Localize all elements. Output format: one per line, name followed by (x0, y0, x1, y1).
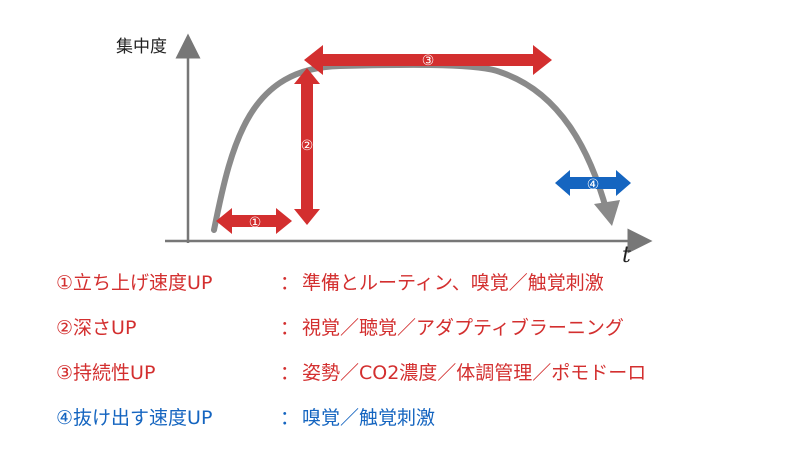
arrow-4: ④ (555, 170, 631, 196)
concentration-diagram: 集中度 t ① ② ③ ④ (116, 33, 653, 268)
arrow-4-label: ④ (587, 177, 600, 193)
legend-separator: ： (280, 272, 300, 294)
legend-label: ②深さUP (56, 317, 137, 339)
legend-desc: 準備とルーティン、嗅覚／触覚刺激 (302, 272, 604, 294)
legend-row-4: ④抜け出す速度UP ：嗅覚／触覚刺激 (56, 406, 435, 430)
arrow-3-label: ③ (422, 53, 435, 69)
legend-desc: 嗅覚／触覚刺激 (302, 407, 436, 429)
legend-row-1: ①立ち上げ速度UP ：準備とルーティン、嗅覚／触覚刺激 (56, 271, 604, 295)
concentration-curve (211, 61, 610, 233)
legend-separator: ： (280, 407, 300, 429)
arrow-2: ② (294, 68, 320, 225)
legend-label: ③持続性UP (56, 362, 156, 384)
y-axis-label: 集中度 (116, 37, 167, 57)
legend-separator: ： (280, 317, 300, 339)
legend-row-2: ②深さUP ：視覚／聴覚／アダプティブラーニング (56, 316, 624, 340)
legend-desc: 姿勢／CO2濃度／体調管理／ポモドーロ (302, 362, 647, 384)
arrow-2-label: ② (301, 138, 314, 154)
arrow-1: ① (216, 208, 292, 234)
arrow-3: ③ (304, 45, 552, 75)
legend-label: ④抜け出す速度UP (56, 407, 213, 429)
curve-end-arrowhead (594, 200, 620, 226)
arrow-1-label: ① (249, 215, 262, 231)
legend-desc: 視覚／聴覚／アダプティブラーニング (302, 317, 624, 339)
legend-row-3: ③持続性UP ：姿勢／CO2濃度／体調管理／ポモドーロ (56, 361, 646, 385)
legend-separator: ： (280, 362, 300, 384)
legend-label: ①立ち上げ速度UP (56, 272, 213, 294)
x-axis-label: t (622, 243, 631, 268)
